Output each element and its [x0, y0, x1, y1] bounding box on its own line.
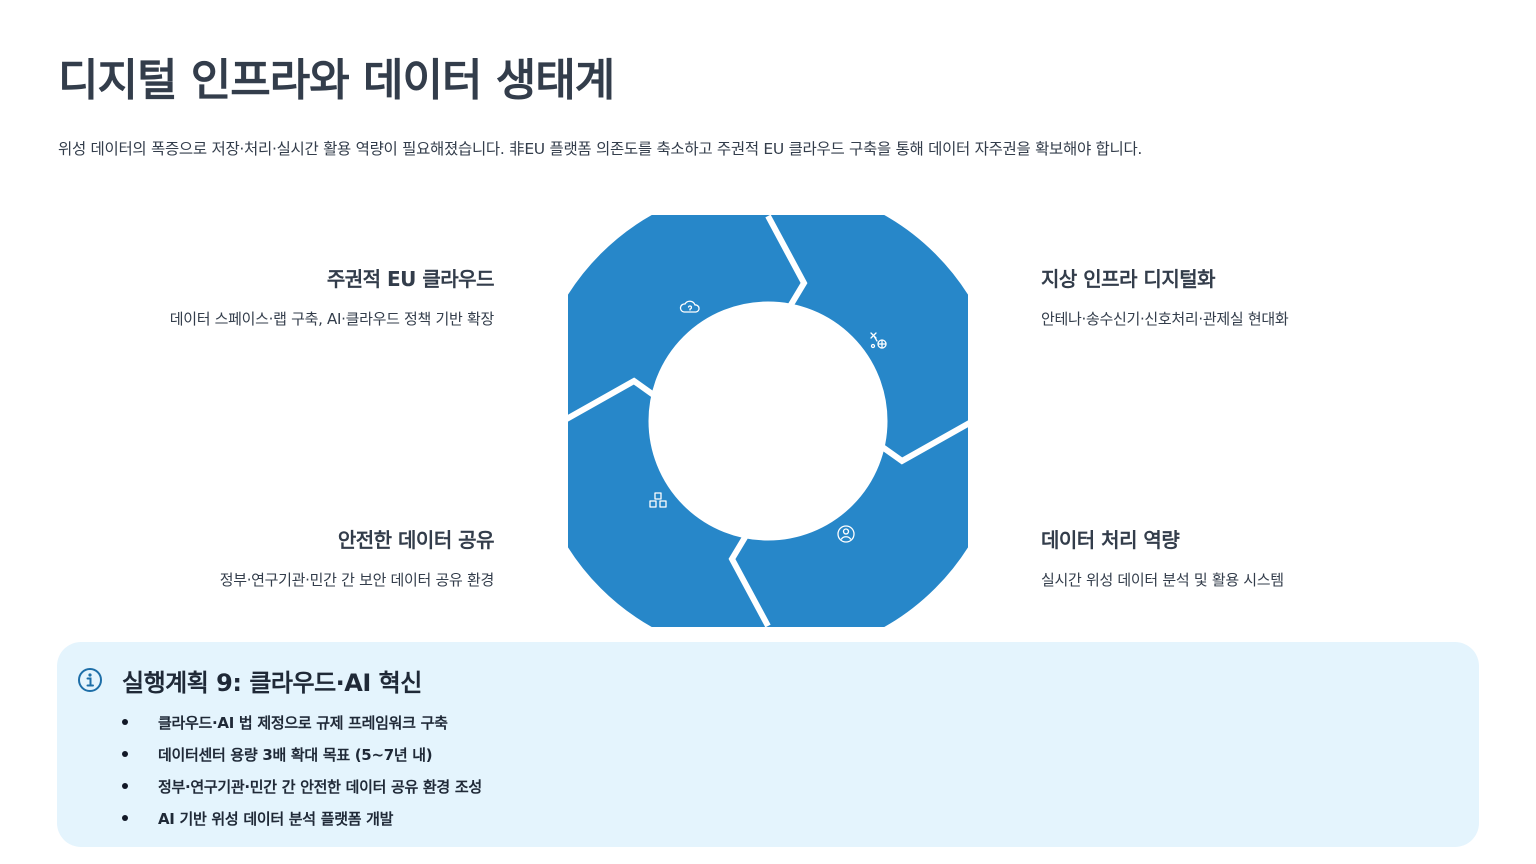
cycle-ring — [568, 215, 968, 627]
callout-list-item: 정부·연구기관·민간 간 안전한 데이터 공유 환경 조성 — [122, 776, 482, 808]
callout-list-item-text: 클라우드·AI 법 제정으로 규제 프레임워크 구축 — [158, 714, 448, 732]
cloud-icon — [679, 300, 700, 313]
callout-list-item-text: AI 기반 위성 데이터 분석 플랫폼 개발 — [158, 810, 394, 828]
bullet-icon — [122, 719, 128, 725]
page-subtitle: 위성 데이터의 폭증으로 저장·처리·실시간 활용 역량이 필요해졌습니다. 非… — [58, 140, 1143, 158]
bullet-icon — [122, 783, 128, 789]
cycle-item-title: 지상 인프라 디지털화 — [1041, 267, 1216, 291]
cycle-item-ground-infra: 지상 인프라 디지털화 안테나·송수신기·신호처리·관제실 현대화 — [1041, 263, 1501, 329]
callout-title: 실행계획 9: 클라우드·AI 혁신 — [122, 669, 422, 697]
cycle-item-desc: 안테나·송수신기·신호처리·관제실 현대화 — [1041, 310, 1289, 328]
callout-list-item: 클라우드·AI 법 제정으로 규제 프레임워크 구축 — [122, 712, 482, 744]
callout-list-item: AI 기반 위성 데이터 분석 플랫폼 개발 — [122, 808, 482, 840]
bullet-icon — [122, 751, 128, 757]
bullet-icon — [122, 815, 128, 821]
cycle-item-desc: 정부·연구기관·민간 간 보안 데이터 공유 환경 — [219, 571, 495, 589]
callout-list: 클라우드·AI 법 제정으로 규제 프레임워크 구축 데이터센터 용량 3배 확… — [122, 712, 482, 840]
cycle-diagram — [568, 215, 968, 627]
cubes-icon — [649, 492, 667, 508]
cycle-item-title: 데이터 처리 역량 — [1041, 528, 1180, 552]
cycle-item-desc: 데이터 스페이스·랩 구축, AI·클라우드 정책 기반 확장 — [169, 310, 495, 328]
callout-list-item: 데이터센터 용량 3배 확대 목표 (5~7년 내) — [122, 744, 482, 776]
info-icon — [78, 668, 102, 692]
cycle-item-desc: 실시간 위성 데이터 분석 및 활용 시스템 — [1041, 571, 1284, 589]
cycle-item-sovereign-cloud: 주권적 EU 클라우드 데이터 스페이스·랩 구축, AI·클라우드 정책 기반… — [34, 263, 495, 329]
cycle-item-data-sharing: 안전한 데이터 공유 정부·연구기관·민간 간 보안 데이터 공유 환경 — [34, 524, 495, 590]
cycle-item-data-processing: 데이터 처리 역량 실시간 위성 데이터 분석 및 활용 시스템 — [1041, 524, 1501, 590]
user-circle-icon — [837, 525, 855, 543]
action-plan-callout: 실행계획 9: 클라우드·AI 혁신 클라우드·AI 법 제정으로 규제 프레임… — [57, 642, 1479, 847]
cycle-dividers — [568, 215, 968, 627]
cycle-item-title: 주권적 EU 클라우드 — [326, 267, 495, 291]
page-title: 디지털 인프라와 데이터 생태계 — [58, 55, 615, 106]
callout-list-item-text: 데이터센터 용량 3배 확대 목표 (5~7년 내) — [158, 746, 433, 764]
cycle-item-title: 안전한 데이터 공유 — [337, 528, 495, 552]
callout-list-item-text: 정부·연구기관·민간 간 안전한 데이터 공유 환경 조성 — [158, 778, 482, 796]
satellite-network-icon — [870, 332, 887, 349]
